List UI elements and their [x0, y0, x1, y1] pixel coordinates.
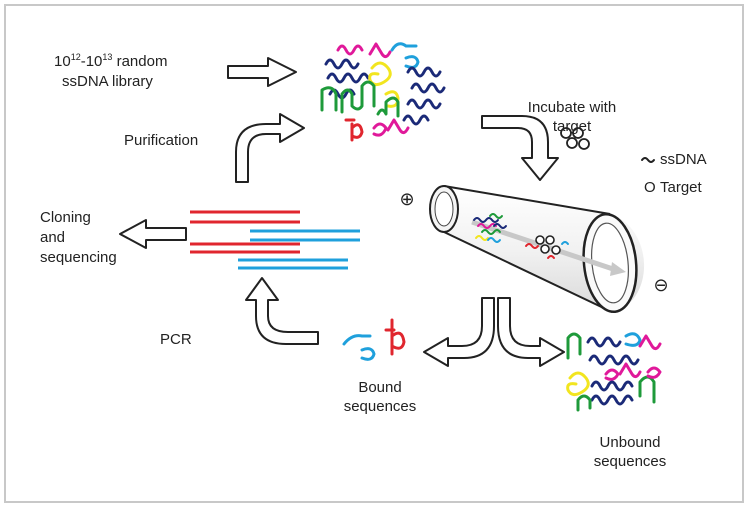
capillary-tube: [429, 185, 645, 314]
incubate-arrow: [481, 115, 559, 181]
library-dash: -10: [80, 53, 103, 70]
tube-targets: [535, 235, 561, 255]
split-arrow: [423, 297, 565, 367]
bound-label-line2: sequences: [343, 398, 417, 415]
unbound-sequences-pool: [566, 332, 662, 412]
legend-target-label: Target: [660, 179, 702, 196]
library-label-line2: ssDNA library: [62, 73, 153, 90]
ssdna-legend-icon: [641, 157, 655, 163]
pcr-duplexes: [190, 210, 360, 270]
cloning-label-line1: Cloning: [40, 209, 91, 226]
cloning-label-line3: sequencing: [40, 249, 117, 266]
incubate-label-line1: Incubate with: [527, 99, 617, 116]
library-prefix: 10: [54, 53, 71, 70]
purification-label: Purification: [124, 132, 199, 149]
cloning-label-line2: and: [40, 229, 66, 246]
library-label: 1012-1013 random: [54, 52, 167, 72]
unbound-label-line1: Unbound: [599, 434, 661, 451]
plus-electrode-symbol: ⊕: [399, 189, 415, 209]
pcr-arrow: [245, 277, 319, 345]
ssdna-pool: [320, 42, 446, 142]
bound-label-line1: Bound: [358, 379, 402, 396]
bound-sequences-glyph: [342, 318, 406, 361]
tube-sequences: [473, 213, 569, 259]
cloning-arrow: [119, 219, 187, 249]
target-cluster: [560, 127, 590, 150]
minus-electrode-symbol: ⊖: [653, 275, 669, 295]
unbound-label-line2: sequences: [593, 453, 667, 470]
library-to-pool-arrow: [227, 57, 297, 87]
incubate-label-line2: target: [552, 118, 592, 135]
legend-ssdna-label: ssDNA: [660, 151, 707, 168]
pcr-label: PCR: [160, 331, 192, 348]
purification-arrow: [235, 113, 305, 183]
library-exponent-1: 12: [70, 52, 81, 62]
library-rest: random: [112, 53, 168, 70]
library-exponent-2: 13: [102, 52, 113, 62]
legend-target-symbol: O: [644, 179, 656, 196]
